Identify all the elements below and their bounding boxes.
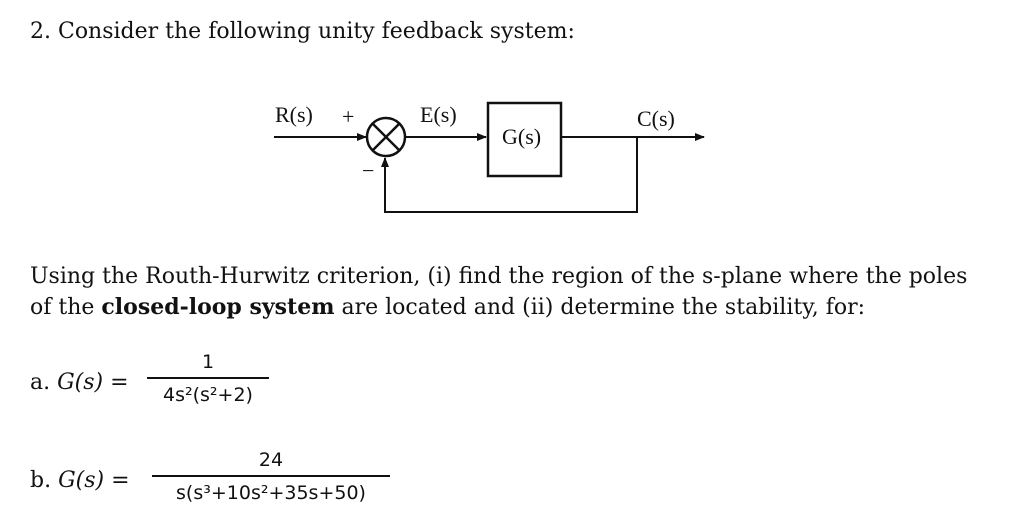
- summing-junction: [365, 116, 407, 158]
- part-a-numerator: 1: [201, 351, 215, 373]
- part-b-numerator: 24: [258, 449, 284, 471]
- instructions-emphasis: closed-loop system: [101, 294, 335, 320]
- block-label: G(s): [502, 124, 542, 149]
- part-a-fraction: 1 4s²(s²+2): [147, 350, 269, 407]
- instructions-line-2: of the closed-loop system are located an…: [30, 292, 990, 323]
- part-a-equals: =: [103, 370, 129, 395]
- part-a-lhs: G(s): [57, 370, 104, 395]
- question-heading: 2. Consider the following unity feedback…: [30, 19, 575, 44]
- part-a-denominator: 4s²(s²+2): [163, 384, 253, 406]
- part-a-prefix: a.: [30, 370, 58, 395]
- part-b-label: b. G(s) =: [30, 466, 130, 496]
- instructions-line-1: Using the Routh-Hurwitz criterion, (i) f…: [30, 264, 968, 289]
- part-b-lhs: G(s): [58, 468, 105, 493]
- part-b-prefix: b.: [30, 468, 59, 493]
- instructions-text: Using the Routh-Hurwitz criterion, (i) f…: [30, 262, 990, 323]
- part-b-denominator: s(s³+10s²+35s+50): [176, 482, 366, 504]
- part-b-fraction: 24 s(s³+10s²+35s+50): [152, 448, 390, 505]
- minus-sign: −: [362, 158, 375, 183]
- plant-block: [486, 101, 563, 178]
- error-label: E(s): [420, 102, 457, 127]
- instructions-line-2-suffix: are located and (ii) determine the stabi…: [334, 295, 866, 320]
- output-label: C(s): [637, 106, 675, 131]
- plus-sign: +: [342, 104, 355, 129]
- feedback-path: [381, 137, 638, 213]
- part-a-label: a. G(s) =: [30, 368, 129, 398]
- part-b-fraction-bar: [152, 475, 390, 477]
- part-a-fraction-bar: [147, 377, 269, 379]
- instructions-line-2-prefix: of the: [30, 295, 102, 320]
- part-b-equals: =: [104, 468, 130, 493]
- input-label: R(s): [275, 102, 313, 127]
